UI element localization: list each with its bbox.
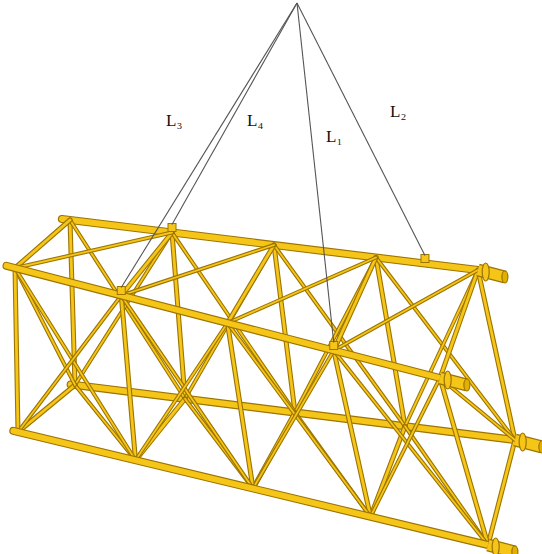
tube-fill <box>253 351 334 489</box>
pin-end <box>464 379 470 391</box>
sling-label: L₁ <box>326 127 342 146</box>
tube-outline <box>488 440 515 545</box>
tube-outline <box>440 378 488 545</box>
truss-frame <box>7 219 542 554</box>
tube-outline <box>376 258 515 441</box>
tube-outline <box>253 351 334 489</box>
pin-flange <box>444 371 451 389</box>
tube-fill <box>7 266 441 378</box>
pin-flange <box>519 433 526 451</box>
tube-fill <box>440 378 488 545</box>
brace-tube <box>334 270 478 351</box>
brace-tube <box>488 440 515 545</box>
lifting-lug <box>168 224 176 232</box>
brace-tube <box>253 351 334 489</box>
sling-line <box>172 3 297 225</box>
sling-label-box: L₃ <box>166 112 182 130</box>
tube-fill <box>334 270 478 351</box>
tube-fill <box>121 245 274 296</box>
brace-tube <box>18 296 121 433</box>
tube-fill <box>18 296 121 433</box>
sling-line <box>121 3 297 288</box>
pin-end <box>502 271 508 283</box>
brace-tube <box>121 245 274 296</box>
tube-outline <box>18 296 121 433</box>
chord-tube <box>7 266 441 378</box>
brace-tube <box>136 323 228 460</box>
tube-outline <box>7 266 441 378</box>
tube-fill <box>15 268 18 432</box>
lifting-lug <box>330 342 338 350</box>
tube-fill <box>376 258 405 427</box>
tube-fill <box>376 258 515 441</box>
tube-fill <box>488 440 515 545</box>
tube-fill <box>228 258 377 324</box>
sling-group <box>121 3 425 343</box>
tube-fill <box>15 233 172 269</box>
brace-tube <box>376 258 405 427</box>
connection-pin <box>488 538 518 554</box>
sling-line <box>297 3 425 256</box>
tube-outline <box>376 258 405 427</box>
tube-outline <box>334 270 478 351</box>
tube-outline <box>121 245 274 296</box>
pin-end <box>539 441 542 453</box>
tube-outline <box>15 233 172 269</box>
sling-label-box: L₁ <box>326 128 342 146</box>
sling-label-box: L₂ <box>390 103 406 121</box>
brace-tube <box>15 233 172 269</box>
chord-tube <box>13 431 488 545</box>
lifting-lug <box>421 255 429 263</box>
tube-fill <box>136 323 228 460</box>
connection-pin <box>478 263 508 283</box>
brace-tube <box>376 258 515 441</box>
pin-flange <box>482 263 489 281</box>
sling-line <box>297 3 334 343</box>
tube-fill <box>228 323 254 489</box>
brace-tube <box>228 323 254 489</box>
tube-outline <box>228 258 377 324</box>
sling-label: L₄ <box>247 111 263 130</box>
brace-tube <box>15 268 18 432</box>
sling-label-box: L₄ <box>247 112 263 130</box>
lifting-lug <box>117 287 125 295</box>
connection-pin <box>440 371 470 391</box>
brace-tube <box>371 378 441 517</box>
tube-outline <box>15 268 18 432</box>
tube-outline <box>136 323 228 460</box>
sling-label: L₂ <box>390 102 406 121</box>
pin-end <box>512 546 518 554</box>
sling-label: L₃ <box>166 111 182 130</box>
brace-tube <box>228 258 377 324</box>
tube-outline <box>371 378 441 517</box>
tube-fill <box>121 296 135 461</box>
tube-fill <box>371 378 441 517</box>
brace-tube <box>121 296 135 461</box>
tube-outline <box>121 296 135 461</box>
pin-flange <box>492 538 499 554</box>
tube-outline <box>228 323 254 489</box>
tube-outline <box>13 431 488 545</box>
tube-fill <box>13 431 488 545</box>
connection-pin <box>515 433 542 453</box>
brace-tube <box>440 378 488 545</box>
